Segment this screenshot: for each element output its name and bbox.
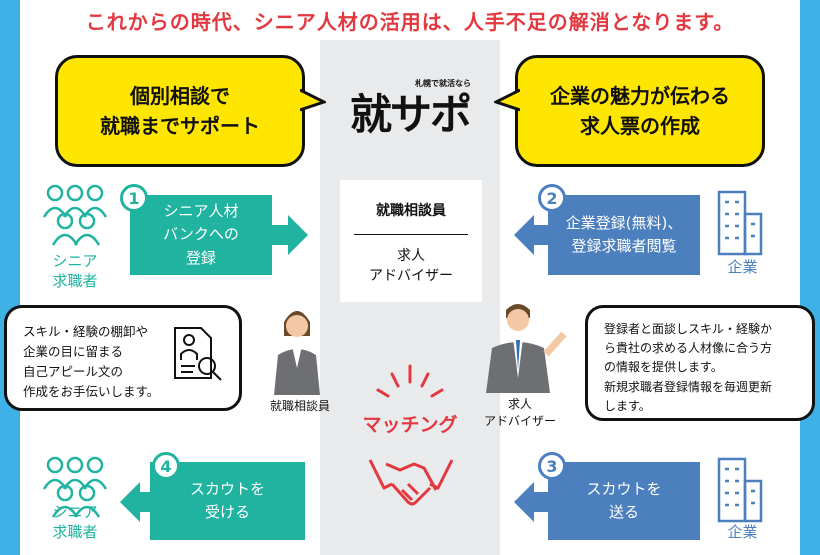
left-border — [0, 0, 20, 555]
step-text: 企業登録(無料)、 — [565, 213, 683, 232]
logo-tagline: 札幌で就活なら — [415, 79, 471, 88]
counselor-illustration — [274, 311, 320, 395]
step-number: 2 — [538, 184, 566, 212]
step-number: 1 — [120, 184, 148, 212]
building-icon — [717, 190, 763, 256]
building-icon — [717, 457, 763, 523]
right-border — [800, 0, 820, 555]
company-label: 企業 — [727, 258, 758, 276]
label-line: シニア — [52, 252, 98, 270]
step-1-box: シニア人材バンクへの登録 — [130, 195, 272, 275]
handshake-icon — [368, 459, 454, 506]
arrow-left — [514, 215, 552, 255]
seekers-icon — [42, 456, 108, 518]
bubble-line: の情報を提供します。 — [604, 360, 723, 375]
seekers-label: シニア求職者 — [35, 503, 115, 542]
label-line: シニア — [52, 503, 98, 521]
counselor-label: 就職相談員 — [269, 399, 330, 413]
step-text: 受ける — [204, 503, 250, 521]
bubble-line: 自己アピール文の — [23, 364, 124, 379]
step-4-box: スカウトを受ける — [150, 462, 305, 540]
matching-label: マッチング — [362, 414, 458, 436]
bubble-line: 作成をお手伝いします。 — [23, 384, 160, 399]
bubble-consultation: 個別相談で就職までサポート — [55, 55, 305, 167]
bubble-line: 登録者と面談しスキル・経験か — [604, 322, 773, 336]
step-number: 4 — [152, 452, 180, 480]
step-3-box: スカウトを送る — [548, 462, 700, 540]
arrow-left — [120, 482, 158, 522]
label-line: 求職者 — [52, 522, 98, 541]
step-text: シニア人材 — [163, 202, 239, 221]
counselor-bubble: スキル・経験の棚卸や 企業の目に留まる 自己アピール文の 作成をお手伝いします。 — [4, 305, 242, 411]
role-advisor-line: 求人 — [397, 248, 425, 264]
bubble-line: 就職までサポート — [100, 114, 260, 138]
bubble-line: 新規求職者登録情報を毎週更新 — [604, 379, 773, 394]
step-text: スカウトを — [586, 479, 662, 498]
sparkle-rays-icon — [376, 364, 444, 398]
resume-search-icon — [174, 327, 222, 381]
step-2-box: 企業登録(無料)、登録求職者閲覧 — [548, 195, 700, 275]
label-line: アドバイザー — [483, 413, 556, 428]
advisor-illustration — [486, 304, 567, 393]
bubble-line: ら貴社の求める人材像に合う方 — [604, 341, 773, 356]
step-text: 登録 — [185, 248, 216, 267]
step-number: 3 — [538, 452, 566, 480]
bubble-tail — [300, 88, 326, 112]
arrow-right — [270, 215, 308, 255]
staff-box: 就職相談員 求人 アドバイザー — [340, 180, 482, 302]
step-text: 送る — [608, 503, 639, 521]
step-text: バンクへの — [163, 225, 239, 244]
bubble-line: 求人票の作成 — [580, 114, 700, 138]
step-text: スカウトを — [189, 479, 265, 498]
advisor-bubble: 登録者と面談しスキル・経験か ら貴社の求める人材像に合う方 の情報を提供します。… — [585, 305, 815, 421]
bubble-line: 企業の目に留まる — [23, 344, 124, 359]
bubble-line: スキル・経験の棚卸や — [23, 324, 149, 339]
seekers-label: シニア求職者 — [35, 252, 115, 291]
bubble-job-posting: 企業の魅力が伝わる求人票の作成 — [515, 55, 765, 167]
divider — [354, 234, 468, 235]
bubble-line: 個別相談で — [130, 84, 230, 108]
label-line: 求人 — [507, 397, 532, 411]
bubble-line: します。 — [604, 398, 651, 413]
logo-text: 就サポ — [349, 90, 472, 139]
headline: これからの時代、シニア人材の活用は、人手不足の解消となります。 — [85, 10, 735, 34]
role-counselor: 就職相談員 — [376, 203, 446, 219]
arrow-left — [514, 482, 552, 522]
company-label: 企業 — [727, 523, 758, 541]
bubble-line: 企業の魅力が伝わる — [550, 84, 730, 108]
seekers-icon — [42, 184, 108, 246]
role-advisor-line: アドバイザー — [369, 268, 453, 284]
label-line: 求職者 — [52, 271, 98, 290]
step-text: 登録求職者閲覧 — [571, 237, 677, 255]
bubble-tail — [494, 88, 520, 112]
advisor-label: 求人アドバイザー — [480, 396, 560, 430]
